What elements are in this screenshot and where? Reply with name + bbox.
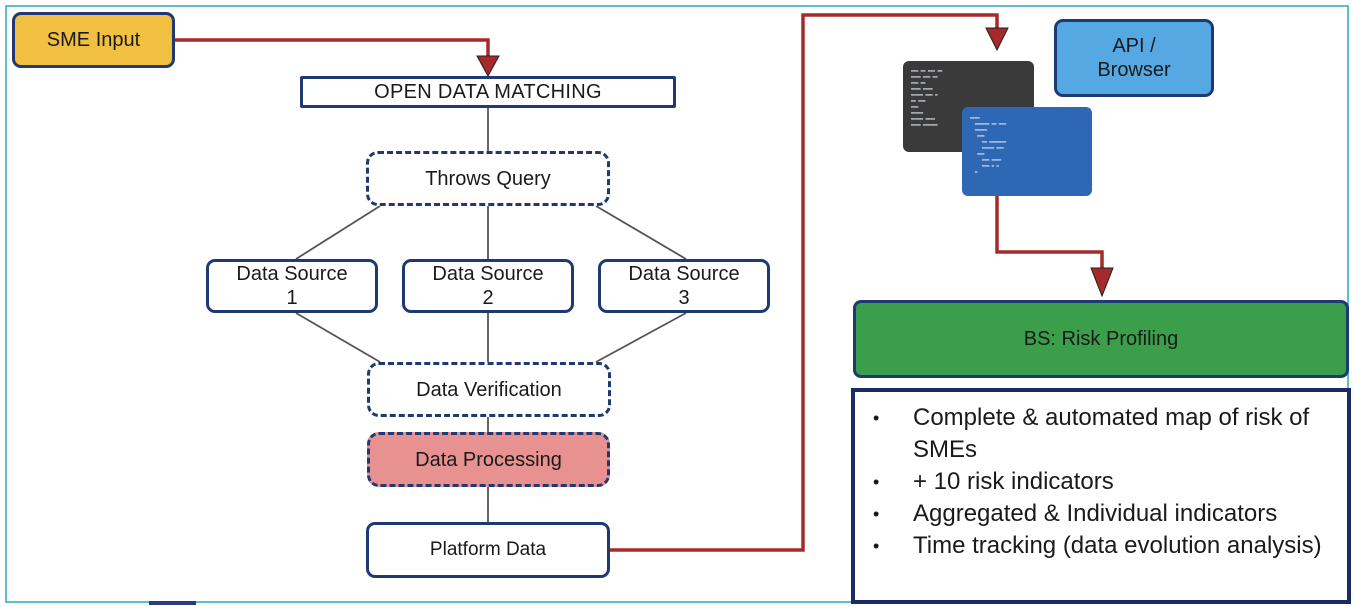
arrow-sme-to-odm xyxy=(175,38,490,60)
risk-profiling-details-box: Complete & automated map of risk of SMEs… xyxy=(851,388,1351,604)
arrowhead-api xyxy=(985,27,1009,52)
bullet-item: Aggregated & Individual indicators xyxy=(873,498,1335,530)
flow-connectors xyxy=(295,108,687,522)
arrow-api-to-bs xyxy=(995,196,1104,272)
data-source-label: Data Source xyxy=(236,263,348,285)
data-verification-box: Data Verification xyxy=(367,362,611,417)
bs-risk-profiling-box: BS: Risk Profiling xyxy=(853,300,1349,378)
data-source-label: Data Source xyxy=(628,263,740,285)
sme-input-label: SME Input xyxy=(46,29,141,51)
api-browser-box: API / Browser xyxy=(1054,19,1214,97)
data-source-3-box: Data Source 3 xyxy=(598,259,770,313)
data-processing-box: Data Processing xyxy=(367,432,610,487)
data-source-number: 1 xyxy=(286,287,298,309)
arrowhead-odm xyxy=(476,55,500,78)
data-source-number: 2 xyxy=(482,287,494,309)
platform-data-label: Platform Data xyxy=(429,538,547,560)
data-source-label: Data Source xyxy=(432,263,544,285)
data-verification-label: Data Verification xyxy=(416,378,562,401)
risk-profiling-bullet-list: Complete & automated map of risk of SMEs… xyxy=(873,402,1335,562)
arrowhead-bs xyxy=(1090,267,1114,298)
code-snippet-json-image: ▬▬▬▬ ▬▬▬▬▬▬ ▬▬ ▬▬▬ ▬▬▬▬▬ ▬▬▬ ▬▬ ▬▬▬▬▬▬▬ … xyxy=(962,107,1092,196)
open-data-matching-box: OPEN DATA MATCHING xyxy=(300,76,676,108)
data-source-2-box: Data Source 2 xyxy=(402,259,574,313)
data-source-number: 3 xyxy=(678,287,690,309)
platform-data-box: Platform Data xyxy=(366,522,610,578)
bs-risk-profiling-label: BS: Risk Profiling xyxy=(1023,328,1179,350)
bullet-item: Complete & automated map of risk of SMEs xyxy=(873,402,1335,466)
connector-query-to-ds3 xyxy=(595,205,687,260)
connector-ds1-to-verification xyxy=(295,312,381,363)
data-processing-label: Data Processing xyxy=(415,448,562,471)
connector-ds3-to-verification xyxy=(595,312,687,363)
bullet-item: + 10 risk indicators xyxy=(873,466,1335,498)
bullet-item: Time tracking (data evolution analysis) xyxy=(873,530,1335,562)
data-source-1-box: Data Source 1 xyxy=(206,259,378,313)
api-browser-label-line2: Browser xyxy=(1097,59,1171,81)
arrow-platform-to-api xyxy=(610,13,999,552)
connector-query-to-ds1 xyxy=(295,205,381,260)
decorative-underline xyxy=(149,601,196,605)
arrowheads xyxy=(476,27,1114,298)
throws-query-label: Throws Query xyxy=(425,167,551,190)
sme-input-box: SME Input xyxy=(12,12,175,68)
api-browser-label-line1: API / xyxy=(1112,35,1156,57)
throws-query-box: Throws Query xyxy=(366,151,610,206)
red-arrows xyxy=(175,13,1104,552)
open-data-matching-label: OPEN DATA MATCHING xyxy=(374,81,602,103)
